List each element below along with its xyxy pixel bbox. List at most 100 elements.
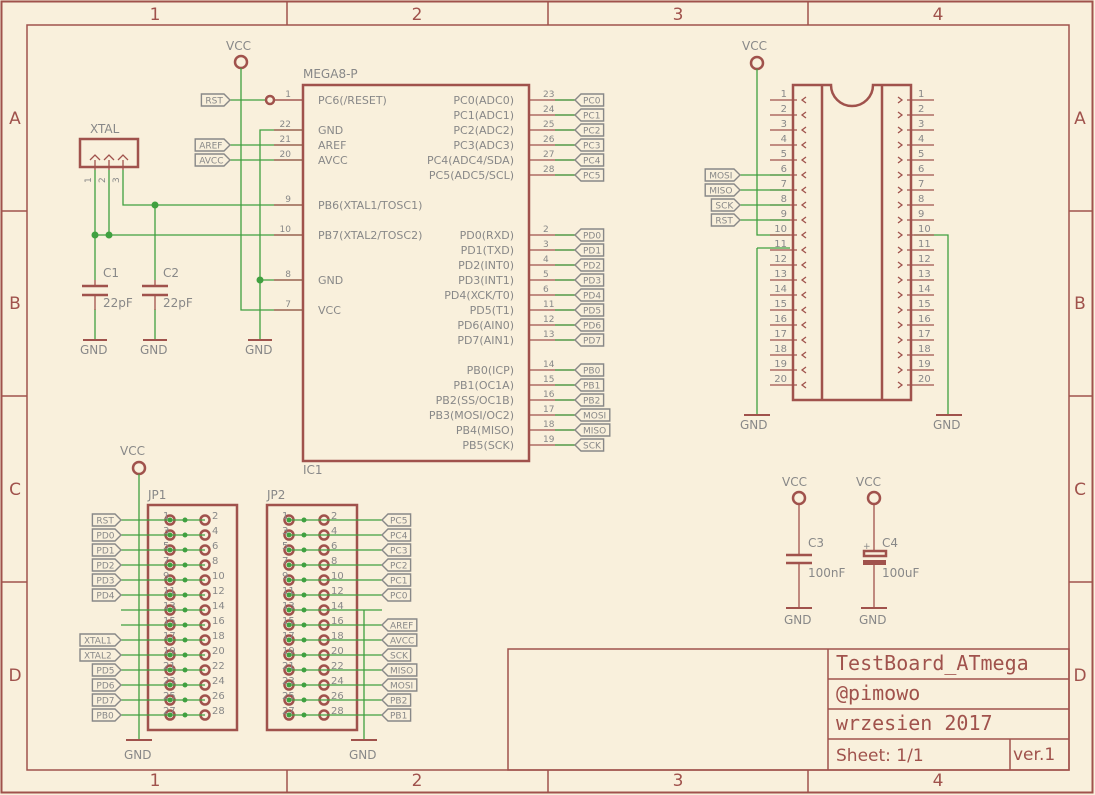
ic1-pin-name-18: PB4(MISO) — [456, 424, 514, 437]
net-label-pb0-jp1-text: PB0 — [96, 712, 114, 722]
c4-value: 100uF — [882, 566, 920, 580]
ic1-pin-num-7: 7 — [285, 300, 291, 310]
net-label-pb2-ic1-shape — [574, 393, 605, 407]
jp2-pin-num-27: 27 — [282, 706, 295, 717]
jp1-pin-num-24: 24 — [212, 676, 225, 687]
socket-right-pin-14: 14 — [918, 284, 931, 295]
frame-col-top-3: 3 — [673, 5, 684, 25]
net-label-miso-socket: MISO — [704, 183, 741, 197]
ic1-pin-name-19: PB5(SCK) — [462, 439, 514, 452]
net-label-rst-socket-text: RST — [715, 217, 733, 227]
net-label-pd6-ic1-shape — [574, 318, 605, 332]
net-label-pd2-ic1-text: PD2 — [583, 262, 601, 272]
jp2-pin-num-20: 20 — [331, 646, 344, 657]
net-label-pd4-ic1-shape — [574, 288, 605, 302]
ic1-pin-name-27: PC4(ADC4/SDA) — [427, 154, 514, 167]
net-label-pb1-ic1-shape — [574, 378, 605, 392]
jp1-pin-num-4: 4 — [212, 526, 218, 537]
gnd-c2: GND — [140, 343, 168, 357]
net-label-sck-ic1: SCK — [574, 438, 605, 452]
net-label-pd0-jp1-shape — [91, 528, 122, 542]
net-label-mosi-ic1: MOSI — [574, 408, 611, 422]
jp2-pin-num-28: 28 — [331, 706, 344, 717]
frame-col-bottom-3: 3 — [673, 771, 684, 791]
net-label-pc1-ic1-shape — [574, 108, 605, 122]
jp1-pin-num-15: 15 — [163, 616, 176, 627]
ic1-pin-num-1: 1 — [285, 90, 291, 100]
net-label-xtal1-jp1: XTAL1 — [79, 633, 122, 647]
net-label-pd3-jp1: PD3 — [91, 573, 122, 587]
jp1-pin-num-7: 7 — [163, 556, 169, 567]
socket-left-pin-12: 12 — [774, 254, 787, 265]
xtal-pin-2: 2 — [98, 177, 108, 183]
net-label-avcc-jp2-shape — [381, 633, 418, 647]
jp1-pin-num-3: 3 — [163, 526, 169, 537]
ic1-pin-num-26: 26 — [543, 135, 555, 145]
net-label-pd0-jp1: PD0 — [91, 528, 122, 542]
ic1-pin-name-3: PD1(TXD) — [461, 244, 514, 257]
ic1-pin-name-9: PB6(XTAL1/TOSC1) — [318, 199, 422, 212]
net-label-pb1-ic1: PB1 — [574, 378, 605, 392]
ic1-pin-num-4: 4 — [543, 255, 549, 265]
net-label-pc1-jp2-text: PC1 — [390, 577, 407, 587]
net-label-pd7-jp1: PD7 — [91, 693, 122, 707]
net-label-avcc-jp2-text: AVCC — [390, 637, 414, 647]
ic1-pin-num-8: 8 — [285, 270, 291, 280]
jp1-pin-num-28: 28 — [212, 706, 225, 717]
socket-right-pin-4: 4 — [918, 134, 924, 145]
net-label-pd4-ic1: PD4 — [574, 288, 605, 302]
ic1-pin-name-25: PC2(ADC2) — [453, 124, 514, 137]
net-label-mosi-socket-shape — [704, 168, 741, 182]
net-label-pb1-ic1-text: PB1 — [583, 382, 600, 392]
net-label-pd2-jp1-shape — [91, 558, 122, 572]
ic1-pin-num-11: 11 — [543, 300, 554, 310]
ic1-pin-num-16: 16 — [543, 390, 555, 400]
net-label-pb1-jp2-shape — [381, 708, 412, 722]
net-label-avcc-jp2: AVCC — [381, 633, 418, 647]
net-label-pd3-ic1: PD3 — [574, 273, 605, 287]
ic1-pin-name-23: PC0(ADC0) — [453, 94, 514, 107]
socket-right-pin-11: 11 — [918, 239, 931, 250]
net-label-pc2-jp2-shape — [381, 558, 412, 572]
net-label-pb2-jp2: PB2 — [381, 693, 412, 707]
socket-right-pin-18: 18 — [918, 344, 931, 355]
net-label-aref-ic1-shape — [194, 138, 231, 152]
net-label-pc1-jp2: PC1 — [381, 573, 412, 587]
net-label-mosi-ic1-shape — [574, 408, 611, 422]
gnd-c1: GND — [80, 343, 108, 357]
net-label-rst-jp1-text: RST — [96, 517, 114, 527]
ic1-part: MEGA8-P — [303, 67, 358, 81]
net-label-xtal2-jp1-text: XTAL2 — [84, 652, 112, 662]
ic1-pin-num-20: 20 — [280, 150, 292, 160]
frame-row-left-C: C — [9, 480, 21, 500]
vcc-socket: VCC — [742, 39, 767, 53]
ic1-pin-num-18: 18 — [543, 420, 555, 430]
jp2-pin-num-9: 9 — [282, 571, 288, 582]
ic1-pin-name-21: AREF — [318, 139, 346, 152]
jp2-pin-num-26: 26 — [331, 691, 344, 702]
ic1-pin-name-4: PD2(INT0) — [458, 259, 514, 272]
ic1: MEGA8-P IC1 VCC GND — [226, 39, 531, 477]
xtal-section: XTAL 1 2 3 C1 22pF C2 22pF GND GND — [78, 122, 303, 357]
vcc-jp1: VCC — [120, 444, 145, 458]
jp2-pin-num-5: 5 — [282, 541, 288, 552]
net-label-pc5-jp2-shape — [381, 513, 412, 527]
net-label-pd1-ic1-shape — [574, 243, 605, 257]
socket-right-pin-7: 7 — [918, 179, 924, 190]
net-label-mosi-jp2-shape — [381, 678, 418, 692]
net-label-pc5-ic1-shape — [574, 168, 605, 182]
jp1-pin-num-25: 25 — [163, 691, 176, 702]
net-label-pb2-ic1-text: PB2 — [583, 397, 600, 407]
socket-left-pin-6: 6 — [781, 164, 787, 175]
net-label-pd4-jp1-text: PD4 — [96, 592, 114, 602]
frame-col-bottom-1: 1 — [150, 771, 161, 791]
ic1-pin-num-19: 19 — [543, 435, 555, 445]
net-label-rst-socket: RST — [710, 213, 741, 227]
net-label-pd2-ic1-shape — [574, 258, 605, 272]
net-label-pc2-ic1: PC2 — [574, 123, 605, 137]
net-label-pc4-ic1-text: PC4 — [583, 157, 601, 167]
net-label-pd0-ic1: PD0 — [574, 228, 605, 242]
jp2-pin-num-17: 17 — [282, 631, 295, 642]
net-label-pb0-ic1-shape — [574, 363, 605, 377]
net-label-pd6-jp1: PD6 — [91, 678, 122, 692]
